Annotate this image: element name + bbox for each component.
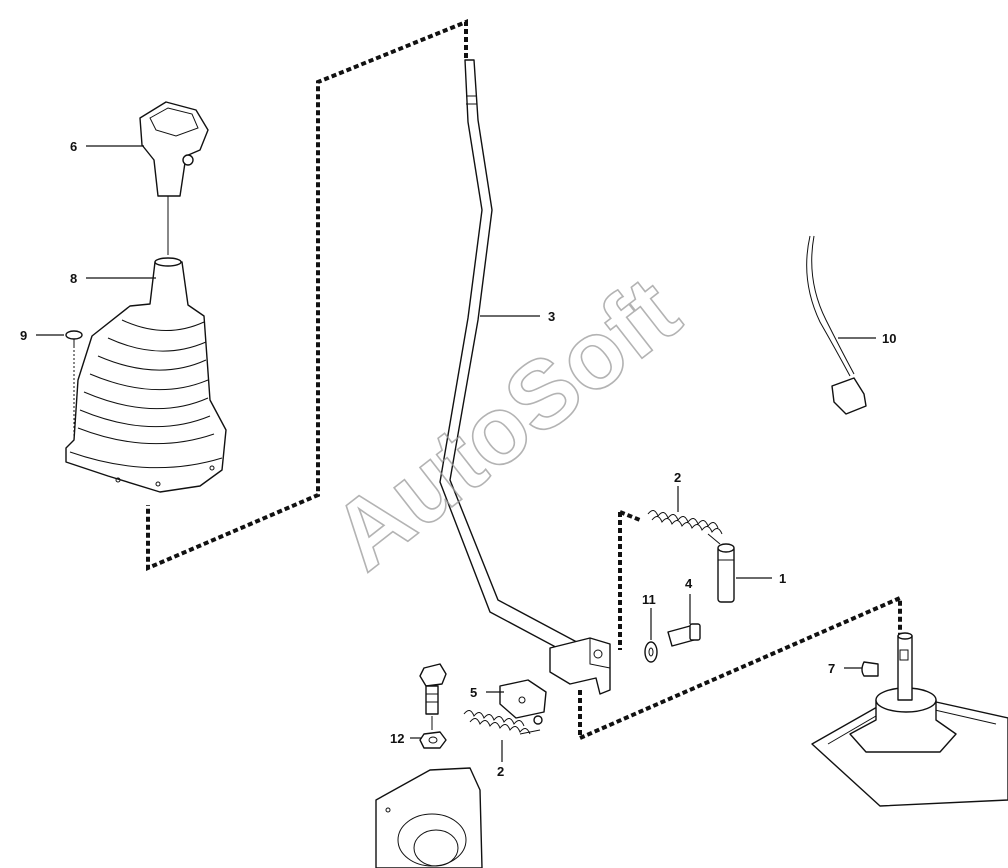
callout-label-12: 12 (390, 731, 404, 746)
assembly-dashed-lines (146, 19, 902, 742)
clip-part (65, 330, 83, 440)
callout-4: 4 (685, 576, 693, 624)
callout-2-upper: 2 (674, 470, 681, 512)
callout-label-6: 6 (70, 139, 77, 154)
callout-5: 5 (470, 685, 504, 700)
callout-1: 1 (736, 571, 786, 586)
spring-lower-part (463, 710, 541, 735)
callout-11: 11 (642, 592, 656, 640)
callout-7: 7 (828, 661, 862, 676)
bracket-block-part (499, 679, 547, 725)
callout-label-9: 9 (20, 328, 27, 343)
callout-8: 8 (70, 271, 156, 286)
callout-label-4: 4 (685, 576, 693, 591)
gear-knob-part (139, 101, 209, 255)
callout-label-8: 8 (70, 271, 77, 286)
callout-6: 6 (70, 139, 144, 154)
pin-part (717, 543, 735, 603)
callout-12: 12 (390, 731, 422, 746)
gearbox-shift-base-part (811, 632, 1008, 807)
mount-bolt-part (419, 663, 447, 730)
callout-label-7: 7 (828, 661, 835, 676)
callout-label-10: 10 (882, 331, 896, 346)
spring-upper-part (647, 510, 723, 545)
retaining-clip-part (861, 661, 879, 677)
mounting-plate-part (375, 767, 483, 868)
watermark-text: AutoSoft (313, 257, 698, 591)
callout-2-lower: 2 (497, 740, 504, 779)
lever-bracket-part (549, 637, 611, 695)
nut-part (419, 731, 447, 749)
washer-part (644, 641, 658, 663)
bolt-part (667, 623, 701, 647)
callout-3: 3 (480, 309, 555, 324)
callout-10: 10 (838, 331, 896, 346)
callout-label-5: 5 (470, 685, 477, 700)
gear-boot-part (65, 257, 227, 493)
callout-label-2-upper: 2 (674, 470, 681, 485)
callout-9: 9 (20, 328, 64, 343)
callout-label-2-lower: 2 (497, 764, 504, 779)
callout-label-11: 11 (642, 592, 656, 607)
cable-connector-part (806, 235, 867, 415)
callout-label-1: 1 (779, 571, 786, 586)
callout-label-3: 3 (548, 309, 555, 324)
